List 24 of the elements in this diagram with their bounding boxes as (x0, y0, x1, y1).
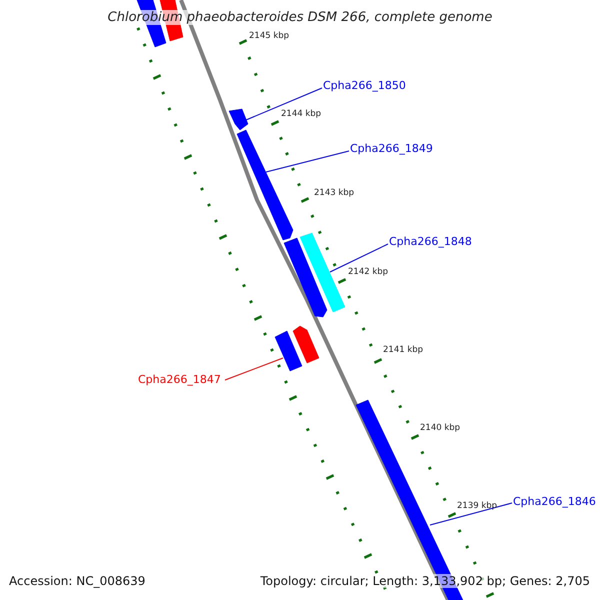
leader-line (266, 150, 350, 172)
leader-line (430, 502, 512, 526)
scale-label: 2141 kbp (383, 345, 424, 355)
scale-label: 2142 kbp (348, 267, 388, 277)
gene-feature (236, 130, 294, 240)
gene-label: Cpha266_1848 (389, 235, 472, 248)
gene-label: Cpha266_1847 (138, 373, 221, 386)
scale-label: 2140 kbp (420, 423, 460, 433)
genome-info-text: Topology: circular; Length: 3,133,902 bp; Genes: 2,705 (260, 574, 590, 588)
gene-feature (292, 326, 320, 364)
gene-feature (300, 232, 346, 312)
scale-label: 2139 kbp (457, 501, 498, 511)
gene-label: Cpha266_1846 (513, 495, 596, 508)
scale-label: 2143 kbp (314, 188, 354, 198)
gene-label: Cpha266_1850 (323, 79, 406, 92)
leader-line (330, 244, 388, 272)
accession-text: Accession: NC_008639 (9, 574, 146, 588)
gene-feature (274, 330, 302, 372)
scale-label: 2144 kbp (281, 109, 322, 119)
gene-feature (284, 238, 328, 318)
gene-feature (228, 108, 248, 130)
leader-line (246, 88, 322, 120)
gene-label: Cpha266_1849 (350, 142, 433, 155)
scale-label: 2145 kbp (249, 31, 290, 41)
